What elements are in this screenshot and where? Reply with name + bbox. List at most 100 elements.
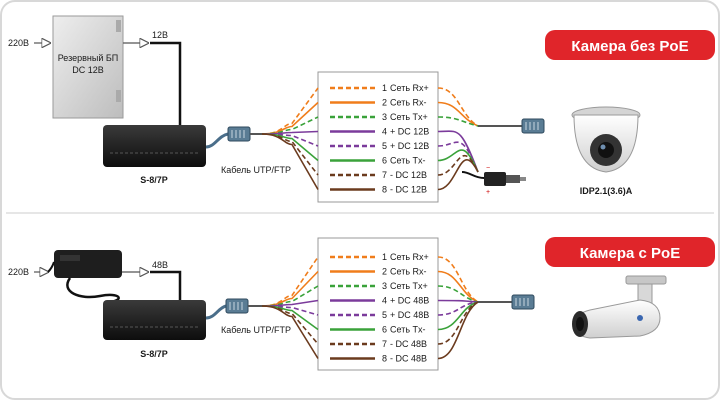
bottom-banner-bg bbox=[545, 237, 715, 267]
top-wire-fan-left bbox=[261, 87, 319, 190]
bottom-right-wire bbox=[437, 301, 479, 360]
bottom-pin-label: + DC 48В bbox=[390, 296, 429, 306]
bottom-pin-number: 3 bbox=[382, 281, 387, 291]
top-banner: Камера без PoE bbox=[545, 30, 715, 60]
dome-camera-icon bbox=[571, 106, 641, 173]
bottom-pin-number: 4 bbox=[382, 296, 387, 306]
top-pin-label: Сеть Rx- bbox=[390, 98, 427, 108]
bottom-pin-label: Сеть Rx+ bbox=[390, 252, 429, 262]
top-banner-text: Камера без PoE bbox=[571, 38, 688, 55]
bottom-input-voltage: 220В bbox=[8, 267, 29, 277]
bottom-switch-icon bbox=[103, 300, 206, 340]
bottom-pin-number: 8 bbox=[382, 354, 387, 364]
top-pin-number: 1 bbox=[382, 83, 387, 93]
bottom-left-wire bbox=[261, 305, 319, 316]
top-psu-output: 12В bbox=[152, 30, 168, 40]
top-pin-row: 7- DC 12В bbox=[330, 170, 427, 180]
top-pin-number: 4 bbox=[382, 127, 387, 137]
psu-label-line2: DC 12В bbox=[72, 65, 104, 75]
bottom-cable-label: Кабель UTP/FTP bbox=[221, 325, 291, 335]
top-right-wire bbox=[437, 101, 479, 127]
bottom-banner: Камера с PoE bbox=[545, 237, 715, 267]
top-pin-number: 7 bbox=[382, 170, 387, 180]
top-pin-row: 4+ DC 12В bbox=[330, 127, 429, 137]
bottom-right-wire bbox=[437, 270, 479, 303]
bottom-banner-text: Камера с PoE bbox=[580, 245, 680, 262]
bottom-wire-fan-left bbox=[261, 256, 319, 359]
top-cable-label: Кабель UTP/FTP bbox=[221, 165, 291, 175]
bottom-pin-number: 5 bbox=[382, 310, 387, 320]
bottom-right-wire bbox=[437, 301, 479, 331]
top-switch-model: S-8/7P bbox=[140, 175, 168, 185]
bottom-rj45-left-icon bbox=[225, 298, 249, 314]
power-supply-box-icon bbox=[52, 15, 124, 119]
top-pinout-box bbox=[317, 71, 439, 203]
bottom-pin-row: 7- DC 48В bbox=[330, 339, 427, 349]
top-right-wire bbox=[437, 87, 479, 127]
top-pin-label: + DC 12В bbox=[390, 141, 429, 151]
bottom-right-wire bbox=[437, 301, 479, 316]
bottom-pin-number: 2 bbox=[382, 267, 387, 277]
bottom-wire-fan-right bbox=[437, 256, 479, 360]
bottom-pin-number: 1 bbox=[382, 252, 387, 262]
bottom-pin-row: 5+ DC 48В bbox=[330, 310, 429, 320]
dc-plug-icon: − + bbox=[461, 165, 526, 196]
top-left-wire bbox=[261, 133, 319, 190]
top-right-wire bbox=[437, 155, 479, 176]
bottom-pin-label: Сеть Tx+ bbox=[390, 281, 428, 291]
top-pin-label: Сеть Rx+ bbox=[390, 83, 429, 93]
bottom-adapter-output: 48В bbox=[152, 260, 168, 270]
top-right-wire bbox=[437, 159, 479, 191]
bottom-pin-number: 7 bbox=[382, 339, 387, 349]
svg-text:+: + bbox=[486, 189, 490, 196]
bottom-rj45-right-icon bbox=[511, 294, 535, 310]
top-input-voltage: 220В bbox=[8, 38, 29, 48]
top-switch-icon bbox=[103, 125, 206, 167]
top-right-wire bbox=[437, 130, 479, 173]
top-banner-bg bbox=[545, 30, 715, 60]
bottom-dc-wire bbox=[150, 270, 182, 305]
top-pin-number: 3 bbox=[382, 112, 387, 122]
top-section: Камера без PoE 220В Резервный БП DC 12В … bbox=[8, 15, 715, 203]
top-camera-model: IDP2.1(3.6)A bbox=[580, 186, 633, 196]
power-adapter-icon bbox=[47, 250, 122, 304]
top-pin-label: Сеть Tx+ bbox=[390, 112, 428, 122]
bullet-camera-icon bbox=[572, 275, 667, 339]
bottom-right-wire bbox=[437, 285, 479, 303]
top-patch-cable bbox=[205, 132, 229, 149]
bottom-pin-row: 8- DC 48В bbox=[330, 354, 427, 364]
bottom-pin-number: 6 bbox=[382, 325, 387, 335]
svg-text:−: − bbox=[486, 165, 490, 172]
bottom-pin-label: Сеть Tx- bbox=[390, 325, 426, 335]
top-pin-label: Сеть Tx- bbox=[390, 156, 426, 166]
top-wire-fan-right bbox=[437, 87, 479, 191]
psu-label-line1: Резервный БП bbox=[58, 53, 119, 63]
top-left-wire bbox=[261, 133, 319, 147]
bottom-pin-label: - DC 48В bbox=[390, 354, 427, 364]
top-pin-row: 5+ DC 12В bbox=[330, 141, 429, 151]
bottom-section: Камера с PoE 220В 48В S-8/7P bbox=[8, 237, 715, 371]
top-pin-number: 5 bbox=[382, 141, 387, 151]
bottom-right-wire bbox=[437, 299, 479, 303]
bottom-pin-label: Сеть Rx- bbox=[390, 267, 427, 277]
bottom-switch-model: S-8/7P bbox=[140, 349, 168, 359]
top-pin-label: - DC 12В bbox=[390, 170, 427, 180]
top-dc-wire bbox=[150, 41, 182, 125]
bottom-pinout-box bbox=[317, 237, 439, 371]
top-pin-number: 2 bbox=[382, 98, 387, 108]
bottom-pin-label: - DC 48В bbox=[390, 339, 427, 349]
top-left-wire bbox=[261, 87, 319, 135]
top-right-wire bbox=[437, 116, 479, 127]
top-pin-row: 8- DC 12В bbox=[330, 185, 427, 195]
